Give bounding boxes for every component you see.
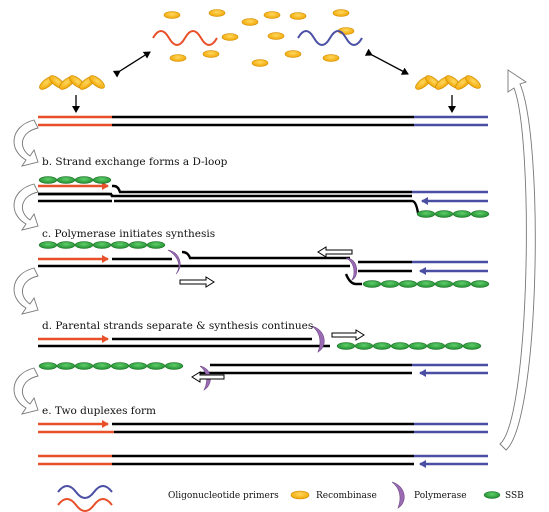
reverse-primer-wave	[297, 30, 363, 46]
ssb-row-c-right	[362, 280, 490, 288]
ssb-row-b-right	[416, 210, 490, 218]
left-primer-complex	[39, 75, 105, 90]
ssb-row-c-left	[38, 241, 166, 249]
duplex-a	[38, 115, 488, 127]
polymerase-d	[199, 325, 325, 391]
synthesis-arrows-d	[191, 329, 365, 383]
synthesis-arrows-c	[179, 246, 353, 288]
forward-primer-wave	[152, 30, 218, 46]
ssb-row-d-left	[38, 362, 184, 370]
legend-polymerase-label: Polymerase	[414, 491, 467, 501]
legend-polymerase-icon	[391, 481, 405, 509]
right-primer-complex	[415, 75, 481, 90]
duplex-b	[38, 182, 488, 214]
legend-recombinase-label: Recombinase	[316, 491, 377, 501]
step-b-label: b. Strand exchange forms a D-loop	[42, 156, 228, 168]
legend-ssb-label: SSB	[505, 491, 524, 501]
duplex-d	[38, 335, 488, 377]
ssb-row-d-right	[336, 342, 482, 350]
exchange-arrows	[72, 48, 456, 113]
legend-primers-label: Oligonucleotide primers	[168, 491, 279, 501]
legend-primer-blue	[57, 485, 113, 499]
recycle-arrow	[499, 69, 536, 451]
ssb-row-b-left	[38, 176, 112, 184]
legend: Oligonucleotide primers Recombinase Poly…	[57, 481, 524, 512]
step-d-label: d. Parental strands separate & synthesis…	[42, 320, 313, 332]
polymerase-c	[167, 249, 358, 281]
recombinase-cloud	[163, 9, 355, 67]
cycle-arrows-left	[13, 119, 39, 415]
step-e-label: e. Two duplexes form	[42, 405, 156, 417]
step-c-label: c. Polymerase initiates synthesis	[42, 228, 215, 240]
duplexes-e	[38, 420, 488, 468]
legend-ssb-icon	[483, 491, 501, 499]
legend-recombinase-icon	[290, 490, 310, 500]
legend-primer-red	[57, 498, 113, 512]
duplex-c	[38, 250, 488, 286]
